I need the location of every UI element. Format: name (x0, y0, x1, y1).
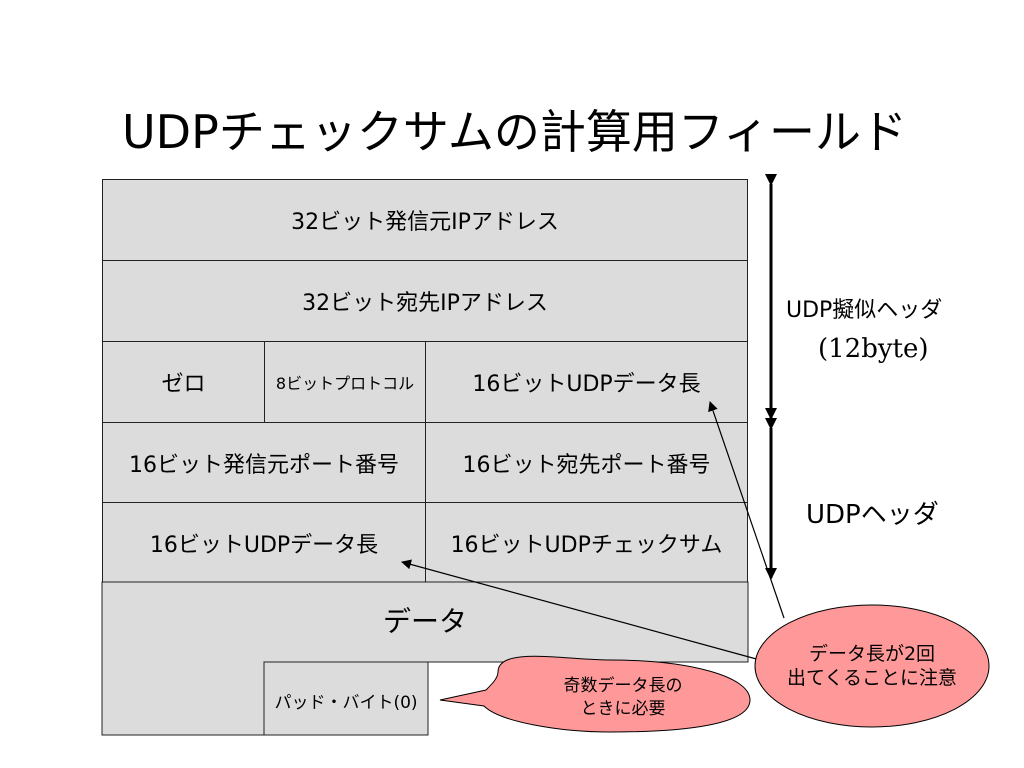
data-label: データ (382, 605, 467, 638)
pseudo-length-label: 16ビットUDPデータ長 (472, 372, 701, 397)
pseudo-zero-label: ゼロ (161, 372, 206, 397)
odd-length-callout: 奇数データ長の ときに必要 (498, 662, 748, 734)
udp-src-port-label: 16ビット発信元ポート番号 (129, 452, 399, 478)
odd-length-callout-line2: ときに必要 (580, 699, 666, 719)
length-twice-callout: データ長が2回 出てくることに注意 (755, 605, 989, 727)
slide-title: UDPチェックサムの計算用フィールド (122, 105, 907, 159)
length-twice-callout-line1: データ長が2回 (808, 643, 936, 665)
odd-length-callout-line1: 奇数データ長の (563, 676, 683, 696)
pseudo-length-cell: 16ビットUDPデータ長 (425, 341, 748, 423)
pseudo-src-ip-label: 32ビット発信元IPアドレス (291, 210, 559, 235)
pseudo-zero-cell: ゼロ (102, 341, 265, 423)
udp-length-cell: 16ビットUDPデータ長 (102, 502, 426, 583)
pseudo-header-label: UDP擬似ヘッダ (786, 298, 943, 323)
udp-dst-port-label: 16ビット宛先ポート番号 (462, 452, 711, 478)
pseudo-src-ip-cell: 32ビット発信元IPアドレス (102, 179, 748, 261)
udp-dst-port-cell: 16ビット宛先ポート番号 (425, 422, 748, 503)
pseudo-header-size-label: (12byte) (818, 334, 929, 364)
pseudo-protocol-label: 8ビットプロトコル (275, 374, 415, 393)
pseudo-dst-ip-cell: 32ビット宛先IPアドレス (102, 260, 748, 342)
pad-byte-label: パッド・バイト(0) (274, 693, 418, 713)
udp-checksum-label: 16ビットUDPチェックサム (450, 532, 723, 558)
udp-header-label: UDPヘッダ (806, 500, 939, 530)
udp-src-port-cell: 16ビット発信元ポート番号 (102, 422, 426, 503)
length-twice-callout-line2: 出てくることに注意 (786, 667, 958, 689)
udp-length-label: 16ビットUDPデータ長 (149, 532, 379, 558)
pseudo-dst-ip-label: 32ビット宛先IPアドレス (302, 291, 548, 316)
